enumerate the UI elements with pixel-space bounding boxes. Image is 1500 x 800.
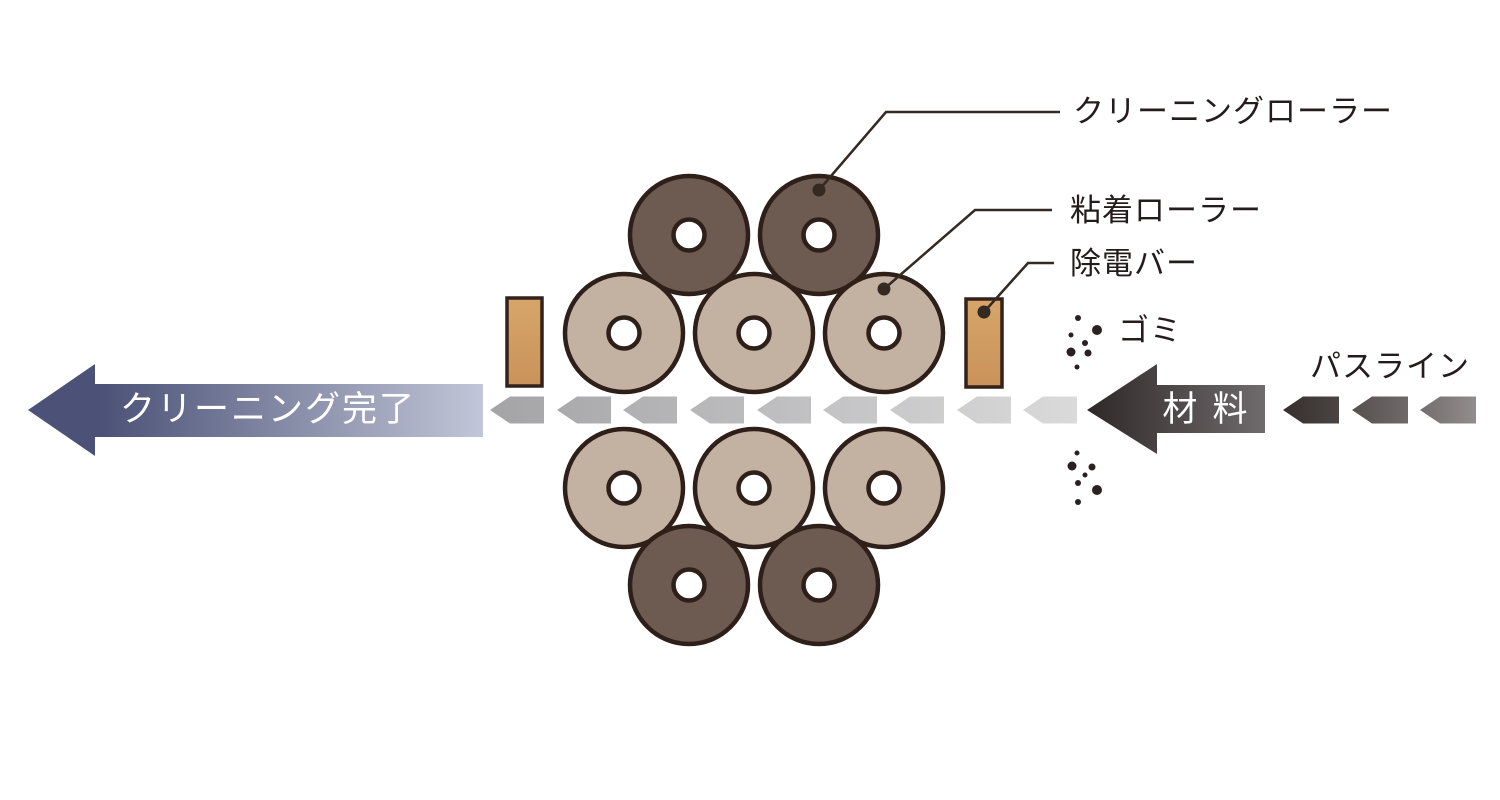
static-bar-leader — [983, 261, 1054, 313]
cleaning-roller — [757, 173, 881, 297]
adhesive-roller-label: 粘着ローラー — [1070, 193, 1262, 229]
dust-dot — [1074, 450, 1080, 456]
static-bar-label: 除電バー — [1070, 246, 1198, 282]
dust-dot — [1066, 347, 1076, 357]
adhesive-roller — [822, 271, 946, 395]
dust-dot — [1088, 463, 1096, 471]
dust-label: ゴミ — [1118, 313, 1182, 349]
dust-dot — [1067, 461, 1077, 471]
material-arrow — [1087, 364, 1265, 454]
pass-line-chevron — [1283, 396, 1339, 424]
dust-dot — [1082, 340, 1088, 346]
dust-dot — [1075, 315, 1081, 321]
material-line-chevron — [557, 396, 611, 424]
material-line-chevron — [490, 396, 544, 424]
pass-line-chevron — [1352, 396, 1408, 424]
cleaning-done-arrow — [28, 364, 483, 456]
material-line-chevron — [823, 396, 877, 424]
dust-dot — [1075, 480, 1081, 486]
material-label: 材 料 — [1162, 390, 1249, 430]
adhesive-roller — [562, 271, 686, 395]
dust-dot — [1082, 472, 1088, 478]
leader-lines — [818, 110, 1060, 313]
material-path-chevrons — [490, 396, 1077, 424]
cleaning-roller — [627, 523, 751, 647]
dust-dot — [1092, 325, 1102, 335]
cleaning-roller-leader-dot — [812, 183, 826, 197]
cleaning-roller — [627, 173, 751, 297]
cleaning-done-label: クリーニング完了 — [120, 390, 416, 430]
static-bar-left — [505, 296, 544, 388]
cleaning-roller-label: クリーニングローラー — [1073, 94, 1393, 130]
material-line-chevron — [1023, 396, 1077, 424]
material-line-chevron — [957, 396, 1011, 424]
dust-dot — [1068, 332, 1074, 338]
dust-dots — [1066, 315, 1102, 505]
adhesive-roller-leader-dot — [877, 282, 891, 296]
pass-line-chevrons — [1283, 396, 1476, 424]
adhesive-roller — [822, 426, 946, 550]
cleaning-roller-leader — [818, 110, 1060, 191]
dust-dot — [1084, 349, 1092, 357]
dust-dot — [1075, 499, 1081, 505]
adhesive-roller — [692, 271, 816, 395]
material-line-chevron — [690, 396, 744, 424]
adhesive-roller — [562, 426, 686, 550]
pass-line-label: パスライン — [1310, 349, 1470, 385]
dust-dot — [1092, 485, 1102, 495]
dust-dot — [1074, 364, 1080, 370]
material-line-chevron — [623, 396, 677, 424]
static-bar-leader-dot — [977, 305, 991, 319]
pass-line-chevron — [1420, 396, 1476, 424]
adhesive-roller — [692, 426, 816, 550]
adhesive-roller-leader — [883, 208, 1052, 290]
rollers-group — [562, 173, 946, 647]
material-line-chevron — [757, 396, 811, 424]
cleaning-roller — [757, 523, 881, 647]
material-line-chevron — [890, 396, 944, 424]
